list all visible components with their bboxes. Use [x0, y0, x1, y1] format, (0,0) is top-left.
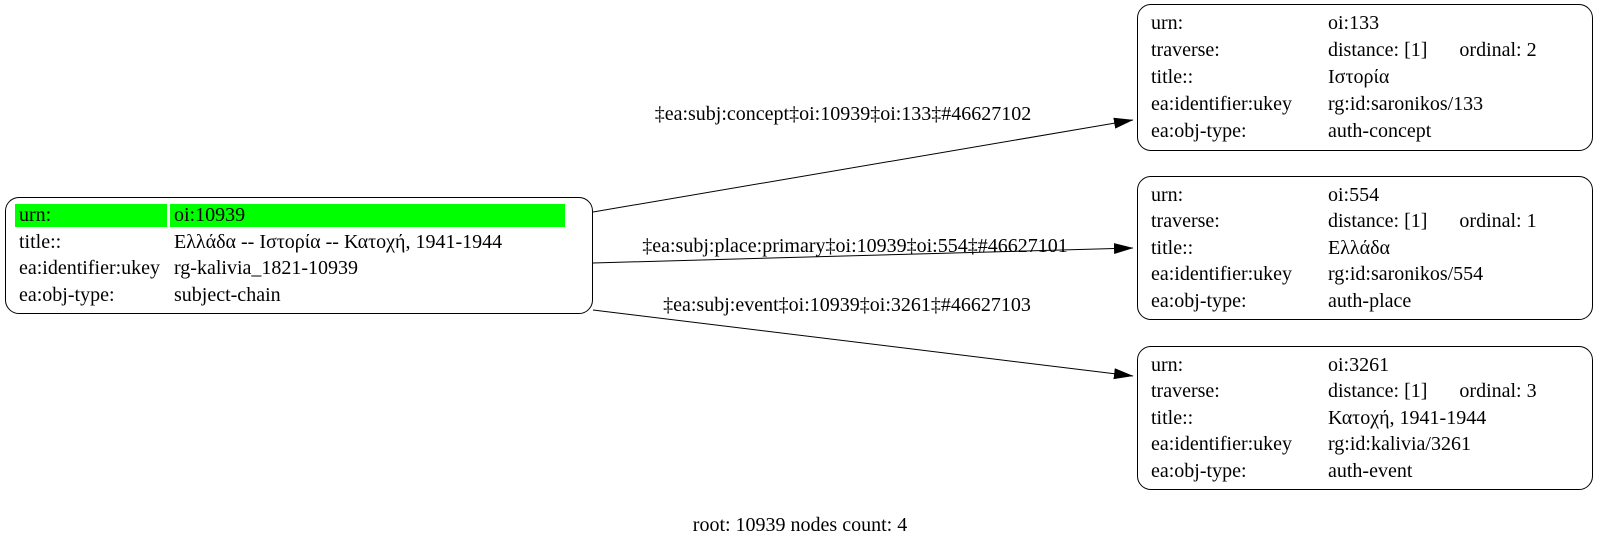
- node-row-identifier: ea:identifier:ukey rg:id:kalivia/3261: [1147, 433, 1583, 456]
- node-row-title: title:: Κατοχή, 1941-1944: [1147, 407, 1583, 430]
- objtype-value: auth-place: [1328, 289, 1412, 312]
- identifier-value: rg:id:kalivia/3261: [1328, 433, 1471, 455]
- root-row-urn: urn: oi:10939: [15, 204, 583, 228]
- identifier-label: ea:identifier:ukey: [1151, 433, 1293, 455]
- edge-label-place-primary: ‡ea:subj:place:primary‡oi:10939‡oi:554‡#…: [642, 235, 1068, 257]
- node-row-title: title:: Ιστορία: [1147, 66, 1583, 89]
- title-label: title::: [1151, 66, 1194, 88]
- root-node-rows: urn: oi:10939 title:: Ελλάδα -- Ιστορία …: [6, 198, 592, 313]
- identifier-label: ea:identifier:ukey: [1151, 93, 1293, 115]
- traverse-value: distance: [1] ordinal: 3: [1324, 380, 1583, 403]
- traverse-value: distance: [1] ordinal: 2: [1324, 39, 1583, 62]
- node-row-urn: urn: oi:554: [1147, 184, 1583, 207]
- title-value: Ελλάδα: [1328, 236, 1390, 259]
- root-title-label: title::: [19, 230, 62, 253]
- node-auth-concept-rows: urn: oi:133 traverse: distance: [1] ordin…: [1138, 5, 1592, 150]
- node-auth-place: urn: oi:554 traverse: distance: [1] ordin…: [1137, 176, 1593, 320]
- urn-label: urn:: [1151, 353, 1184, 376]
- node-auth-concept: urn: oi:133 traverse: distance: [1] ordin…: [1137, 4, 1593, 151]
- root-urn-label: urn:: [15, 204, 167, 228]
- node-row-objtype: ea:obj-type: auth-place: [1147, 290, 1583, 313]
- objtype-label: ea:obj-type:: [1151, 289, 1247, 312]
- root-urn-value: oi:10939: [170, 204, 565, 228]
- traverse-label: traverse:: [1151, 39, 1220, 61]
- node-row-traverse: traverse: distance: [1] ordinal: 3: [1147, 380, 1583, 403]
- root-identifier-label: ea:identifier:ukey: [19, 257, 161, 280]
- objtype-value: auth-event: [1328, 459, 1413, 482]
- graph-caption: root: 10939 nodes count: 4: [692, 514, 908, 536]
- root-objtype-value: subject-chain: [174, 283, 281, 306]
- edge-label-concept: ‡ea:subj:concept‡oi:10939‡oi:133‡#466271…: [654, 103, 1032, 125]
- traverse-ordinal: ordinal: 1: [1459, 210, 1537, 232]
- node-row-traverse: traverse: distance: [1] ordinal: 1: [1147, 210, 1583, 233]
- node-row-identifier: ea:identifier:ukey rg:id:saronikos/554: [1147, 263, 1583, 286]
- root-identifier-value: rg-kalivia_1821-10939: [174, 257, 359, 280]
- urn-label: urn:: [1151, 12, 1184, 34]
- traverse-distance: distance: [1]: [1328, 380, 1428, 402]
- title-label: title::: [1151, 236, 1194, 259]
- root-title-value: Ελλάδα -- Ιστορία -- Κατοχή, 1941-1944: [174, 230, 503, 253]
- identifier-value: rg:id:saronikos/133: [1328, 93, 1484, 115]
- title-value: Κατοχή, 1941-1944: [1328, 406, 1487, 429]
- traverse-distance: distance: [1]: [1328, 210, 1428, 232]
- traverse-value: distance: [1] ordinal: 1: [1324, 210, 1583, 233]
- title-label: title::: [1151, 406, 1194, 429]
- objtype-label: ea:obj-type:: [1151, 120, 1247, 142]
- node-row-identifier: ea:identifier:ukey rg:id:saronikos/133: [1147, 93, 1583, 116]
- objtype-label: ea:obj-type:: [1151, 459, 1247, 482]
- title-value: Ιστορία: [1328, 66, 1390, 88]
- node-row-traverse: traverse: distance: [1] ordinal: 2: [1147, 39, 1583, 62]
- urn-value: oi:133: [1328, 12, 1380, 34]
- node-row-objtype: ea:obj-type: auth-concept: [1147, 120, 1583, 143]
- root-row-objtype: ea:obj-type: subject-chain: [15, 284, 583, 307]
- node-row-urn: urn: oi:133: [1147, 12, 1583, 35]
- root-row-title: title:: Ελλάδα -- Ιστορία -- Κατοχή, 194…: [15, 231, 583, 254]
- identifier-value: rg:id:saronikos/554: [1328, 263, 1484, 285]
- root-objtype-label: ea:obj-type:: [19, 283, 115, 306]
- node-auth-event: urn: oi:3261 traverse: distance: [1] ordi…: [1137, 346, 1593, 490]
- root-subject-chain-node: urn: oi:10939 title:: Ελλάδα -- Ιστορία …: [5, 197, 593, 314]
- edge-event-line: [592, 309, 1134, 380]
- urn-label: urn:: [1151, 183, 1184, 206]
- node-auth-place-rows: urn: oi:554 traverse: distance: [1] ordin…: [1138, 177, 1592, 319]
- traverse-distance: distance: [1]: [1328, 39, 1428, 61]
- traverse-label: traverse:: [1151, 380, 1220, 402]
- edge-concept-line: [592, 117, 1134, 213]
- urn-value: oi:554: [1328, 183, 1380, 206]
- node-row-objtype: ea:obj-type: auth-event: [1147, 460, 1583, 483]
- traverse-ordinal: ordinal: 2: [1459, 39, 1537, 61]
- edge-label-event: ‡ea:subj:event‡oi:10939‡oi:3261‡#4662710…: [663, 294, 1031, 316]
- identifier-label: ea:identifier:ukey: [1151, 263, 1293, 285]
- traverse-label: traverse:: [1151, 210, 1220, 232]
- node-auth-event-rows: urn: oi:3261 traverse: distance: [1] ordi…: [1138, 347, 1592, 489]
- node-row-title: title:: Ελλάδα: [1147, 237, 1583, 260]
- traverse-ordinal: ordinal: 3: [1459, 380, 1537, 402]
- urn-value: oi:3261: [1328, 353, 1390, 376]
- root-row-identifier: ea:identifier:ukey rg-kalivia_1821-10939: [15, 257, 583, 280]
- node-row-urn: urn: oi:3261: [1147, 354, 1583, 377]
- objtype-value: auth-concept: [1328, 120, 1432, 142]
